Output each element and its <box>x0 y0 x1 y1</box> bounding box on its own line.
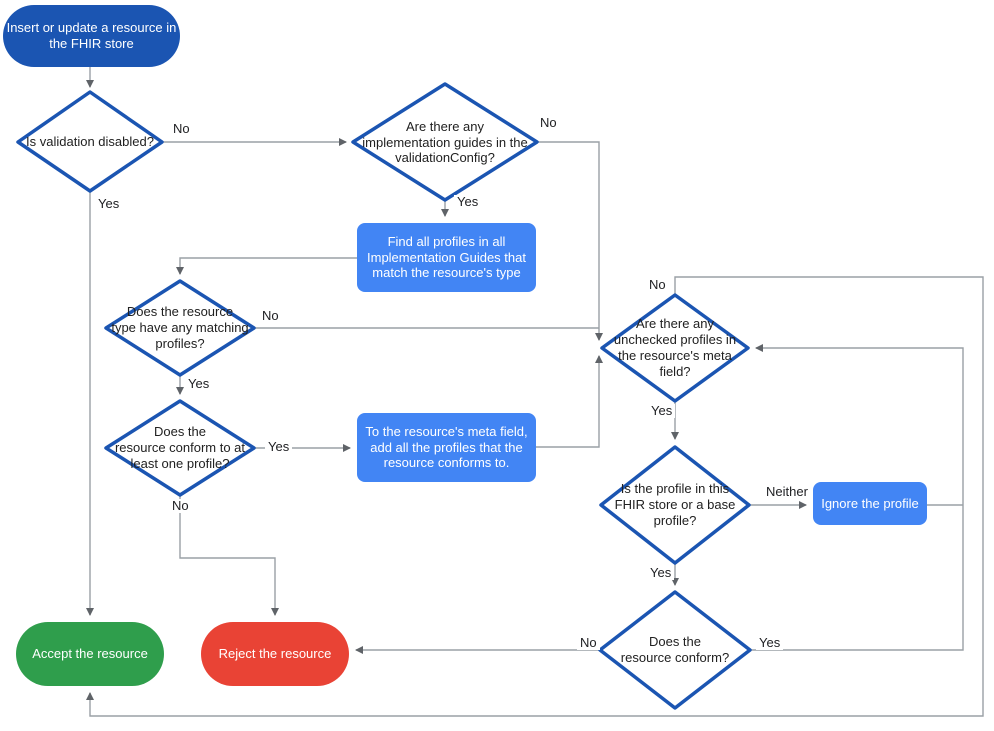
label-unchecked-no: No <box>646 277 669 293</box>
node-resource-conform: Does the resource conform? <box>620 634 730 665</box>
label-matching-no: No <box>259 308 282 324</box>
edge-unchecked-no-to-accept <box>86 276 984 717</box>
diamond-resource-conform-shape <box>598 590 752 710</box>
node-unchecked-profiles: Are there any unchecked profiles in the … <box>613 316 737 379</box>
diamond-unchecked-profiles-shape <box>600 293 750 403</box>
label-conform-one-yes: Yes <box>265 439 293 455</box>
node-matching-profiles: Does the resource type have any matching… <box>111 304 249 351</box>
label-conform-one-no: No <box>169 498 192 514</box>
label-validation-no: No <box>170 121 193 137</box>
label-profile-yes: Yes <box>647 565 675 581</box>
label-conform-no: No <box>577 635 600 651</box>
node-find-profiles: Find all profiles in all Implementation … <box>357 223 536 292</box>
label-guides-yes: Yes <box>454 194 482 210</box>
edge-guides-no <box>537 141 603 341</box>
node-start: Insert or update a resource in the FHIR … <box>3 5 180 67</box>
label-guides-no: No <box>537 115 560 131</box>
node-profile-in-store: Is the profile in this FHIR store or a b… <box>614 481 736 528</box>
node-is-validation-disabled: Is validation disabled? <box>26 134 154 150</box>
edge-conformone-no-to-reject <box>179 495 279 616</box>
diamond-matching-profiles-shape <box>104 279 256 377</box>
diamond-profile-in-store-shape <box>599 445 751 565</box>
node-implementation-guides: Are there any implementation guides in t… <box>362 118 528 166</box>
label-profile-neither: Neither <box>763 484 811 500</box>
node-reject-resource: Reject the resource <box>201 622 349 686</box>
node-add-profiles: To the resource's meta field, add all th… <box>357 413 536 482</box>
diamond-conform-one-shape <box>104 399 256 497</box>
label-conform-yes: Yes <box>756 635 784 651</box>
edge-addprofiles-to-unchecked <box>536 355 603 448</box>
label-validation-yes: Yes <box>95 196 123 212</box>
node-accept-resource: Accept the resource <box>16 622 164 686</box>
edge-conform-yes-loop <box>750 344 964 651</box>
node-conform-one: Does the resource conform to at least on… <box>114 424 246 471</box>
label-unchecked-yes: Yes <box>648 403 676 419</box>
node-ignore-profile: Ignore the profile <box>813 482 927 525</box>
diamond-is-validation-disabled-shape <box>16 90 164 193</box>
edge-findprofiles-to-matching <box>176 257 357 275</box>
label-matching-yes: Yes <box>185 376 213 392</box>
diamond-implementation-guides-shape <box>351 82 539 202</box>
